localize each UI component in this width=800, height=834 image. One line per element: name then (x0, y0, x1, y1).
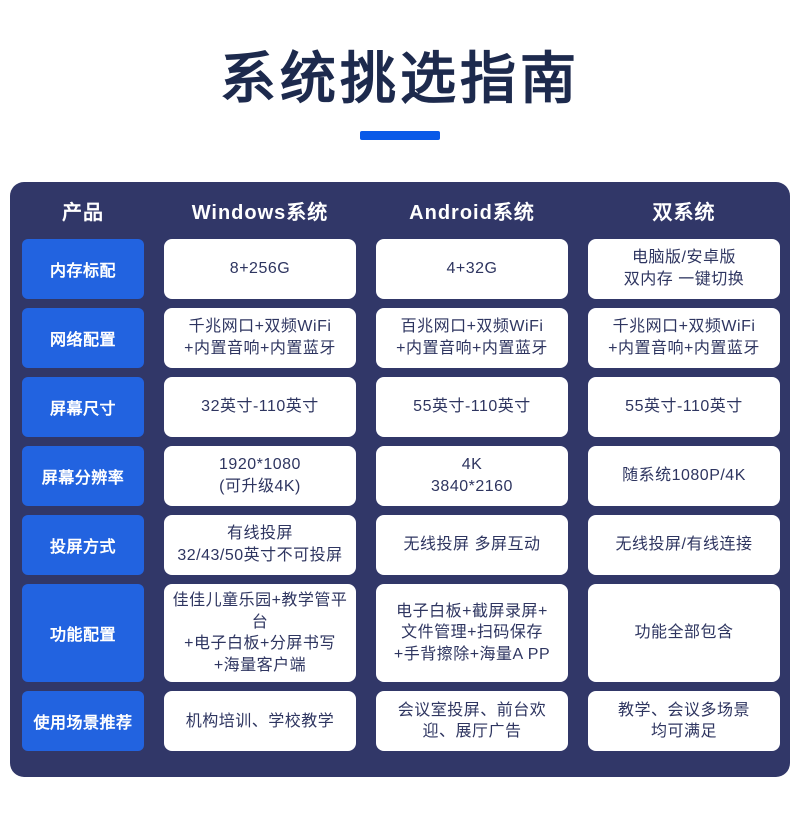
table-row: 屏幕分辨率 1920*1080 (可升级4K) 4K 3840*2160 随系统108… (22, 446, 781, 506)
system-comparison-table: 产品 Windows系统 Android系统 双系统 内存标配 8+256G 4+32G 电… (10, 182, 790, 778)
column-header-dual: 双系统 (652, 202, 716, 224)
cell-windows: 1920*1080 (可升级4K) (164, 446, 356, 506)
cell-android: 4+32G (376, 239, 568, 299)
cell-android: 无线投屏 多屏互动 (376, 515, 568, 575)
cell-android: 4K 3840*2160 (376, 446, 568, 506)
cell-windows: 千兆网口+双频WiFi +内置音响+内置蓝牙 (164, 308, 356, 368)
row-label: 内存标配 (22, 239, 144, 299)
cell-dual: 55英寸-110英寸 (588, 377, 780, 437)
column-header-android: Android系统 (409, 202, 535, 224)
table-row: 投屏方式有线投屏 32/43/50英寸不可投屏无线投屏 多屏互动无线投屏/有线连… (22, 515, 781, 575)
page: 系统挑选指南 产品 Windows系统 Android系统 双系统 内存标配 8+256… (0, 34, 800, 778)
cell-android: 会议室投屏、前台欢 迎、展厅广告 (376, 691, 568, 752)
cell-dual: 随系统1080P/4K (588, 446, 780, 506)
column-header-windows: Windows系统 (191, 202, 329, 224)
row-label: 功能配置 (22, 584, 144, 683)
row-label: 使用场景推荐 (22, 691, 144, 752)
column-header-product: 产品 (62, 202, 104, 224)
cell-dual: 千兆网口+双频WiFi +内置音响+内置蓝牙 (588, 308, 780, 368)
table-row: 内存标配 8+256G 4+32G 电脑版/安卓版 双内存 一键切换 (22, 239, 781, 299)
cell-dual: 无线投屏/有线连接 (588, 515, 780, 575)
row-label: 屏幕尺寸 (22, 377, 144, 437)
cell-windows: 机构培训、学校教学 (164, 691, 356, 752)
table-row: 使用场景推荐机构培训、学校教学会议室投屏、前台欢 迎、展厅广告教学、会议多场景 … (22, 691, 781, 752)
cell-dual: 教学、会议多场景 均可满足 (588, 691, 780, 752)
title-underline (360, 131, 440, 140)
cell-windows: 8+256G (164, 239, 356, 299)
row-label: 投屏方式 (22, 515, 144, 575)
table-row: 屏幕尺寸 32英寸-110英寸 55英寸-110英寸 55英寸-110英寸 (22, 377, 781, 437)
cell-dual: 功能全部包含 (588, 584, 780, 683)
row-label: 网络配置 (22, 308, 144, 368)
page-title: 系统挑选指南 (220, 47, 580, 110)
cell-windows: 32英寸-110英寸 (164, 377, 356, 437)
cell-windows: 佳佳儿童乐园+教学管平台 +电子白板+分屏书写 +海量客户端 (164, 584, 356, 683)
table-row: 功能配置佳佳儿童乐园+教学管平台 +电子白板+分屏书写 +海量客户端电子白板+截… (22, 584, 781, 683)
table-row: 网络配置千兆网口+双频WiFi +内置音响+内置蓝牙百兆网口+双频WiFi +内… (22, 308, 781, 368)
cell-dual: 电脑版/安卓版 双内存 一键切换 (588, 239, 780, 299)
cell-android: 百兆网口+双频WiFi +内置音响+内置蓝牙 (376, 308, 568, 368)
cell-android: 电子白板+截屏录屏+ 文件管理+扫码保存 +手背擦除+海量A PP (376, 584, 568, 683)
table-header-row: 产品 Windows系统 Android系统 双系统 (22, 182, 781, 239)
row-label: 屏幕分辨率 (22, 446, 144, 506)
cell-windows: 有线投屏 32/43/50英寸不可投屏 (164, 515, 356, 575)
cell-android: 55英寸-110英寸 (376, 377, 568, 437)
